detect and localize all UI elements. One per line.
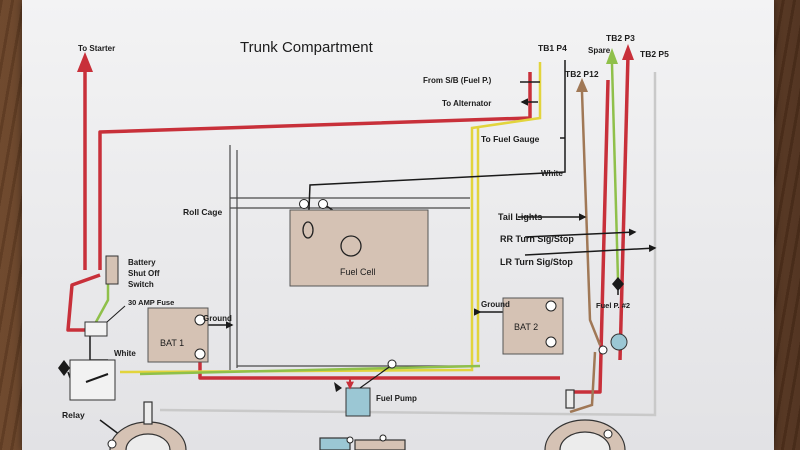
label-battery-switch-2: Shut Off: [128, 269, 160, 278]
label-tb2-p3: TB2 P3: [606, 33, 635, 43]
label-amp-fuse: 30 AMP Fuse: [128, 298, 174, 307]
label-relay: Relay: [62, 410, 85, 420]
label-battery-switch-1: Battery: [128, 258, 156, 267]
label-fuel-p2: Fuel P. #2: [596, 301, 630, 310]
pump-pointer-icon: [334, 382, 342, 392]
tb2p12-arrow: [576, 78, 588, 92]
label-tb2-p5: TB2 P5: [640, 49, 669, 59]
bottom-hardware: [109, 389, 626, 450]
label-roll-cage: Roll Cage: [183, 207, 222, 217]
yellow-wire: [119, 62, 542, 374]
label-tb1-p4: TB1 P4: [538, 43, 567, 53]
tb2p3-arrow: [622, 44, 634, 60]
battery-1-terminals: [194, 314, 206, 360]
fuel-cell-terminals: [299, 199, 328, 209]
spare-arrow: [606, 48, 618, 64]
bottom-terminals: [107, 429, 613, 449]
label-bat1: BAT 1: [160, 338, 184, 348]
label-battery-switch-3: Switch: [128, 280, 154, 289]
fuel-sender: [302, 221, 314, 239]
relay-diode-icon: [58, 360, 70, 376]
label-to-alternator: To Alternator: [442, 99, 491, 108]
label-spare: Spare: [588, 46, 611, 55]
amp-fuse: [84, 321, 108, 337]
label-fuel-cell: Fuel Cell: [340, 267, 376, 277]
label-white-top: White: [541, 169, 563, 178]
to-starter-arrow: [77, 52, 93, 72]
label-rr-turn: RR Turn Sig/Stop: [500, 234, 574, 244]
fuse-leader: [106, 305, 126, 323]
fuel-pump-wire: [359, 364, 393, 389]
battery-2-terminals: [545, 300, 557, 348]
label-fuel-pump: Fuel Pump: [376, 394, 417, 403]
label-to-fuel-gauge: To Fuel Gauge: [481, 134, 540, 144]
red-wire: [66, 54, 630, 394]
brown-wire: [569, 91, 602, 414]
battery-switch: [105, 255, 119, 285]
fuel-pump-2: [610, 333, 628, 351]
fuel-p2-node: [598, 345, 608, 355]
label-tail-lights: Tail Lights: [498, 212, 542, 222]
fuel-cell: [289, 209, 429, 287]
label-ground-right: Ground: [481, 300, 510, 309]
label-white-left: White: [114, 349, 136, 358]
label-from-sb: From S/B (Fuel P.): [423, 76, 492, 85]
fuel-p2-connector-icon: [612, 277, 624, 291]
label-bat2: BAT 2: [514, 322, 538, 332]
label-tb2-p12: TB2 P12: [565, 69, 599, 79]
label-ground-left: Ground: [203, 314, 232, 323]
relay-contact: [85, 373, 109, 383]
label-to-starter: To Starter: [78, 44, 115, 53]
diagram-title: Trunk Compartment: [240, 39, 374, 56]
label-lr-turn: LR Turn Sig/Stop: [500, 257, 573, 267]
fuel-cell-cap: [340, 235, 362, 257]
gray-wire: [159, 72, 657, 417]
fuel-line-fitting: [387, 359, 397, 369]
fuel-pump: [345, 387, 371, 417]
